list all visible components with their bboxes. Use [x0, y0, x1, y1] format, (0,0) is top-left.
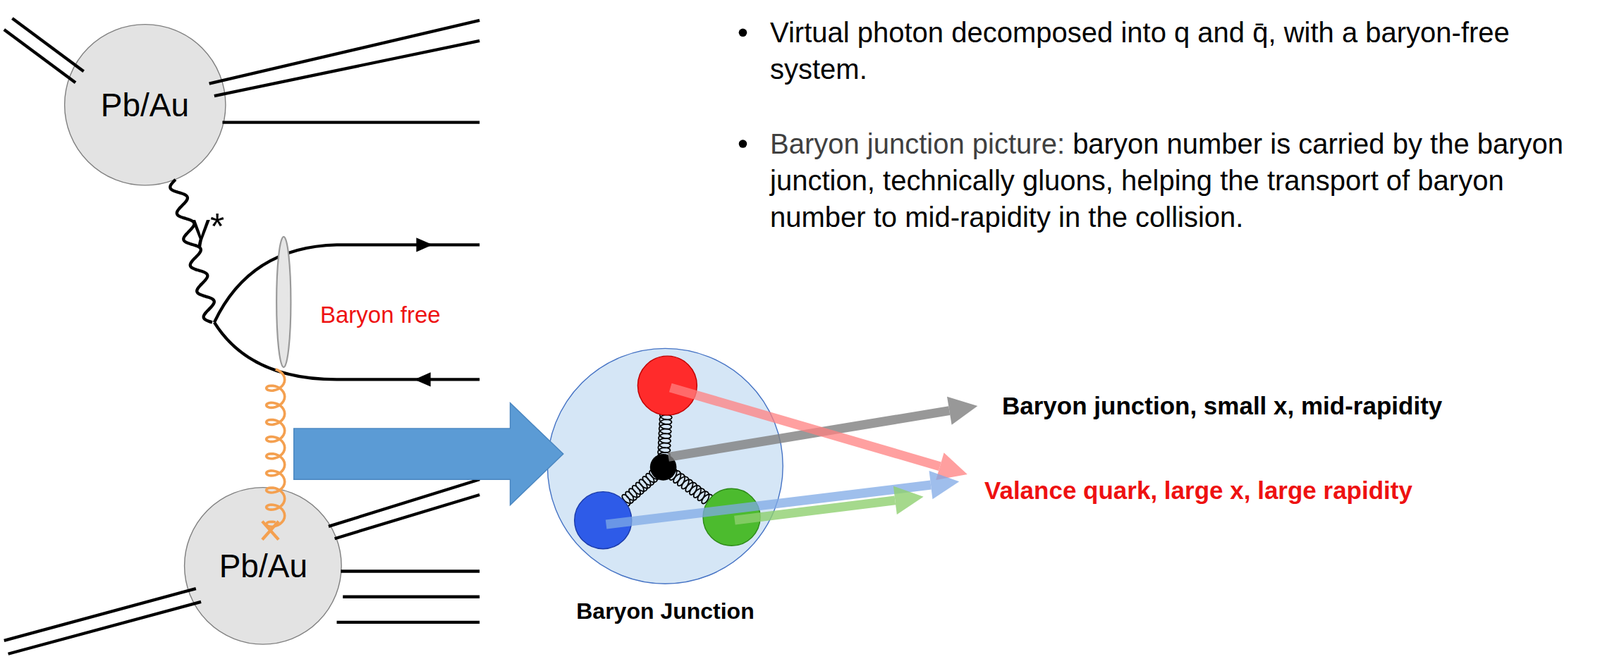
antiquark-arrowhead — [414, 372, 431, 387]
node-label: Pb/Au — [100, 86, 189, 125]
node-circle — [64, 24, 225, 186]
arrow-label: Valance quark, large x, large rapidity — [984, 476, 1413, 505]
pair-ellipse — [276, 236, 291, 368]
bullet-text-block: Virtual photon decomposed into q and q̄,… — [770, 14, 1592, 88]
arrow-shaft — [606, 485, 931, 525]
red-quark — [637, 356, 697, 416]
spring-coil — [665, 468, 714, 505]
photon-wave — [169, 179, 214, 323]
bullet-text: Virtual photon decomposed into q and q̄,… — [770, 16, 1510, 85]
spring-coil — [621, 467, 661, 507]
node-circle — [547, 348, 784, 584]
arrow-label: Baryon junction, small x, mid-rapidity — [1002, 392, 1443, 420]
out-arrow — [668, 397, 978, 458]
photon-label: γ* — [191, 205, 225, 247]
out-arrow — [670, 387, 968, 481]
region-label: Baryon free — [320, 301, 441, 328]
arrow-shaft — [668, 411, 950, 458]
arrow-label-block: Valance quark, large x, large rapidity — [984, 474, 1413, 508]
nucleus-circle: Pb/Au — [63, 23, 228, 187]
arrow-head — [947, 397, 978, 426]
node-caption: Baryon Junction — [334, 598, 997, 625]
gluon-line — [266, 369, 285, 527]
arrow-label-block: Baryon junction, small x, mid-rapidity — [1002, 389, 1443, 423]
quark-pair — [214, 244, 480, 380]
junction-circle: Baryon Junction — [545, 346, 785, 586]
arrow-head — [893, 486, 924, 515]
photon-label-block: γ* — [191, 203, 225, 252]
blue-quark — [574, 492, 632, 550]
big-arrow — [294, 403, 564, 506]
spring-coil — [657, 410, 673, 463]
bullet — [739, 139, 748, 149]
arrow-shaft — [734, 500, 895, 521]
virtual-photon — [169, 179, 214, 323]
arrow-shaft — [670, 387, 940, 467]
gluon-coil — [266, 369, 285, 527]
out-arrow — [734, 486, 924, 521]
quark-arrowhead — [416, 237, 433, 252]
arrow-head — [929, 471, 960, 500]
green-quark — [703, 488, 761, 546]
junction-springs — [621, 410, 713, 508]
gluon-cross — [262, 521, 279, 541]
node-outline — [545, 346, 785, 586]
nucleus-circle: Pb/Au — [183, 486, 343, 646]
nucleus-lines — [4, 18, 480, 655]
junction-point — [650, 454, 677, 481]
bullet-text-block: Baryon junction picture: baryon number i… — [770, 125, 1581, 236]
bullet-text: Baryon junction picture: — [770, 128, 1073, 160]
node-circle — [184, 487, 343, 646]
node-label: Pb/Au — [219, 547, 308, 586]
region-label-block: Baryon free — [320, 300, 441, 331]
out-arrows — [606, 387, 979, 525]
bullet — [739, 28, 748, 38]
arrow-head — [935, 452, 968, 481]
out-arrow — [606, 471, 960, 525]
